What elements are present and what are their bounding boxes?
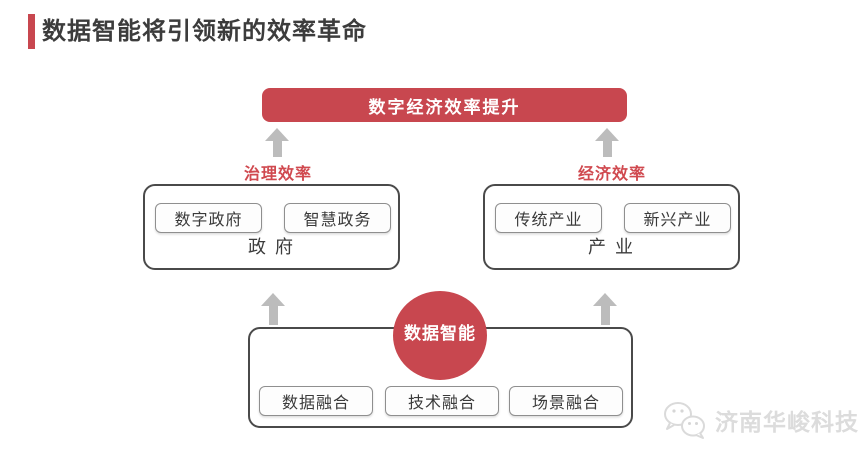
arrow-stem [272,141,282,157]
smart-government-chip: 智慧政务 [284,203,391,233]
arrow-up-icon [593,293,617,325]
title-accent-bar [28,14,35,49]
economic-efficiency-label: 经济效率 [577,166,646,183]
industry-group-label: 产 业 [587,237,635,257]
data-fusion-chip: 数据融合 [259,386,373,416]
arrow-up-icon [265,128,289,157]
top-result-box: 数字经济效率提升 [262,88,627,122]
wechat-icon [664,402,705,439]
top-result-label: 数字经济效率提升 [368,97,521,117]
watermark: 济南华峻科技 [662,400,859,440]
data-intelligence-circle: 数据智能 [393,291,487,380]
traditional-industry-chip: 传统产业 [495,203,602,233]
arrow-stem [600,306,610,325]
governance-efficiency-label: 治理效率 [243,166,312,183]
arrow-up-icon [595,128,619,157]
arrow-head [261,293,285,306]
watermark-text: 济南华峻科技 [715,409,859,435]
page-title: 数据智能将引领新的效率革命 [42,18,367,45]
emerging-industry-chip: 新兴产业 [624,203,731,233]
technology-fusion-chip: 技术融合 [385,386,499,416]
arrow-stem [602,141,612,157]
government-group-box: 数字政府 智慧政务 政 府 [143,184,400,270]
arrow-head [265,128,289,141]
government-group-label: 政 府 [247,237,295,257]
digital-government-chip: 数字政府 [155,203,262,233]
data-intelligence-label: 数据智能 [404,324,476,343]
arrow-head [593,293,617,306]
industry-group-box: 传统产业 新兴产业 产 业 [483,184,740,270]
scenario-fusion-chip: 场景融合 [509,386,623,416]
arrow-stem [268,306,278,325]
arrow-up-icon [261,293,285,325]
arrow-head [595,128,619,141]
